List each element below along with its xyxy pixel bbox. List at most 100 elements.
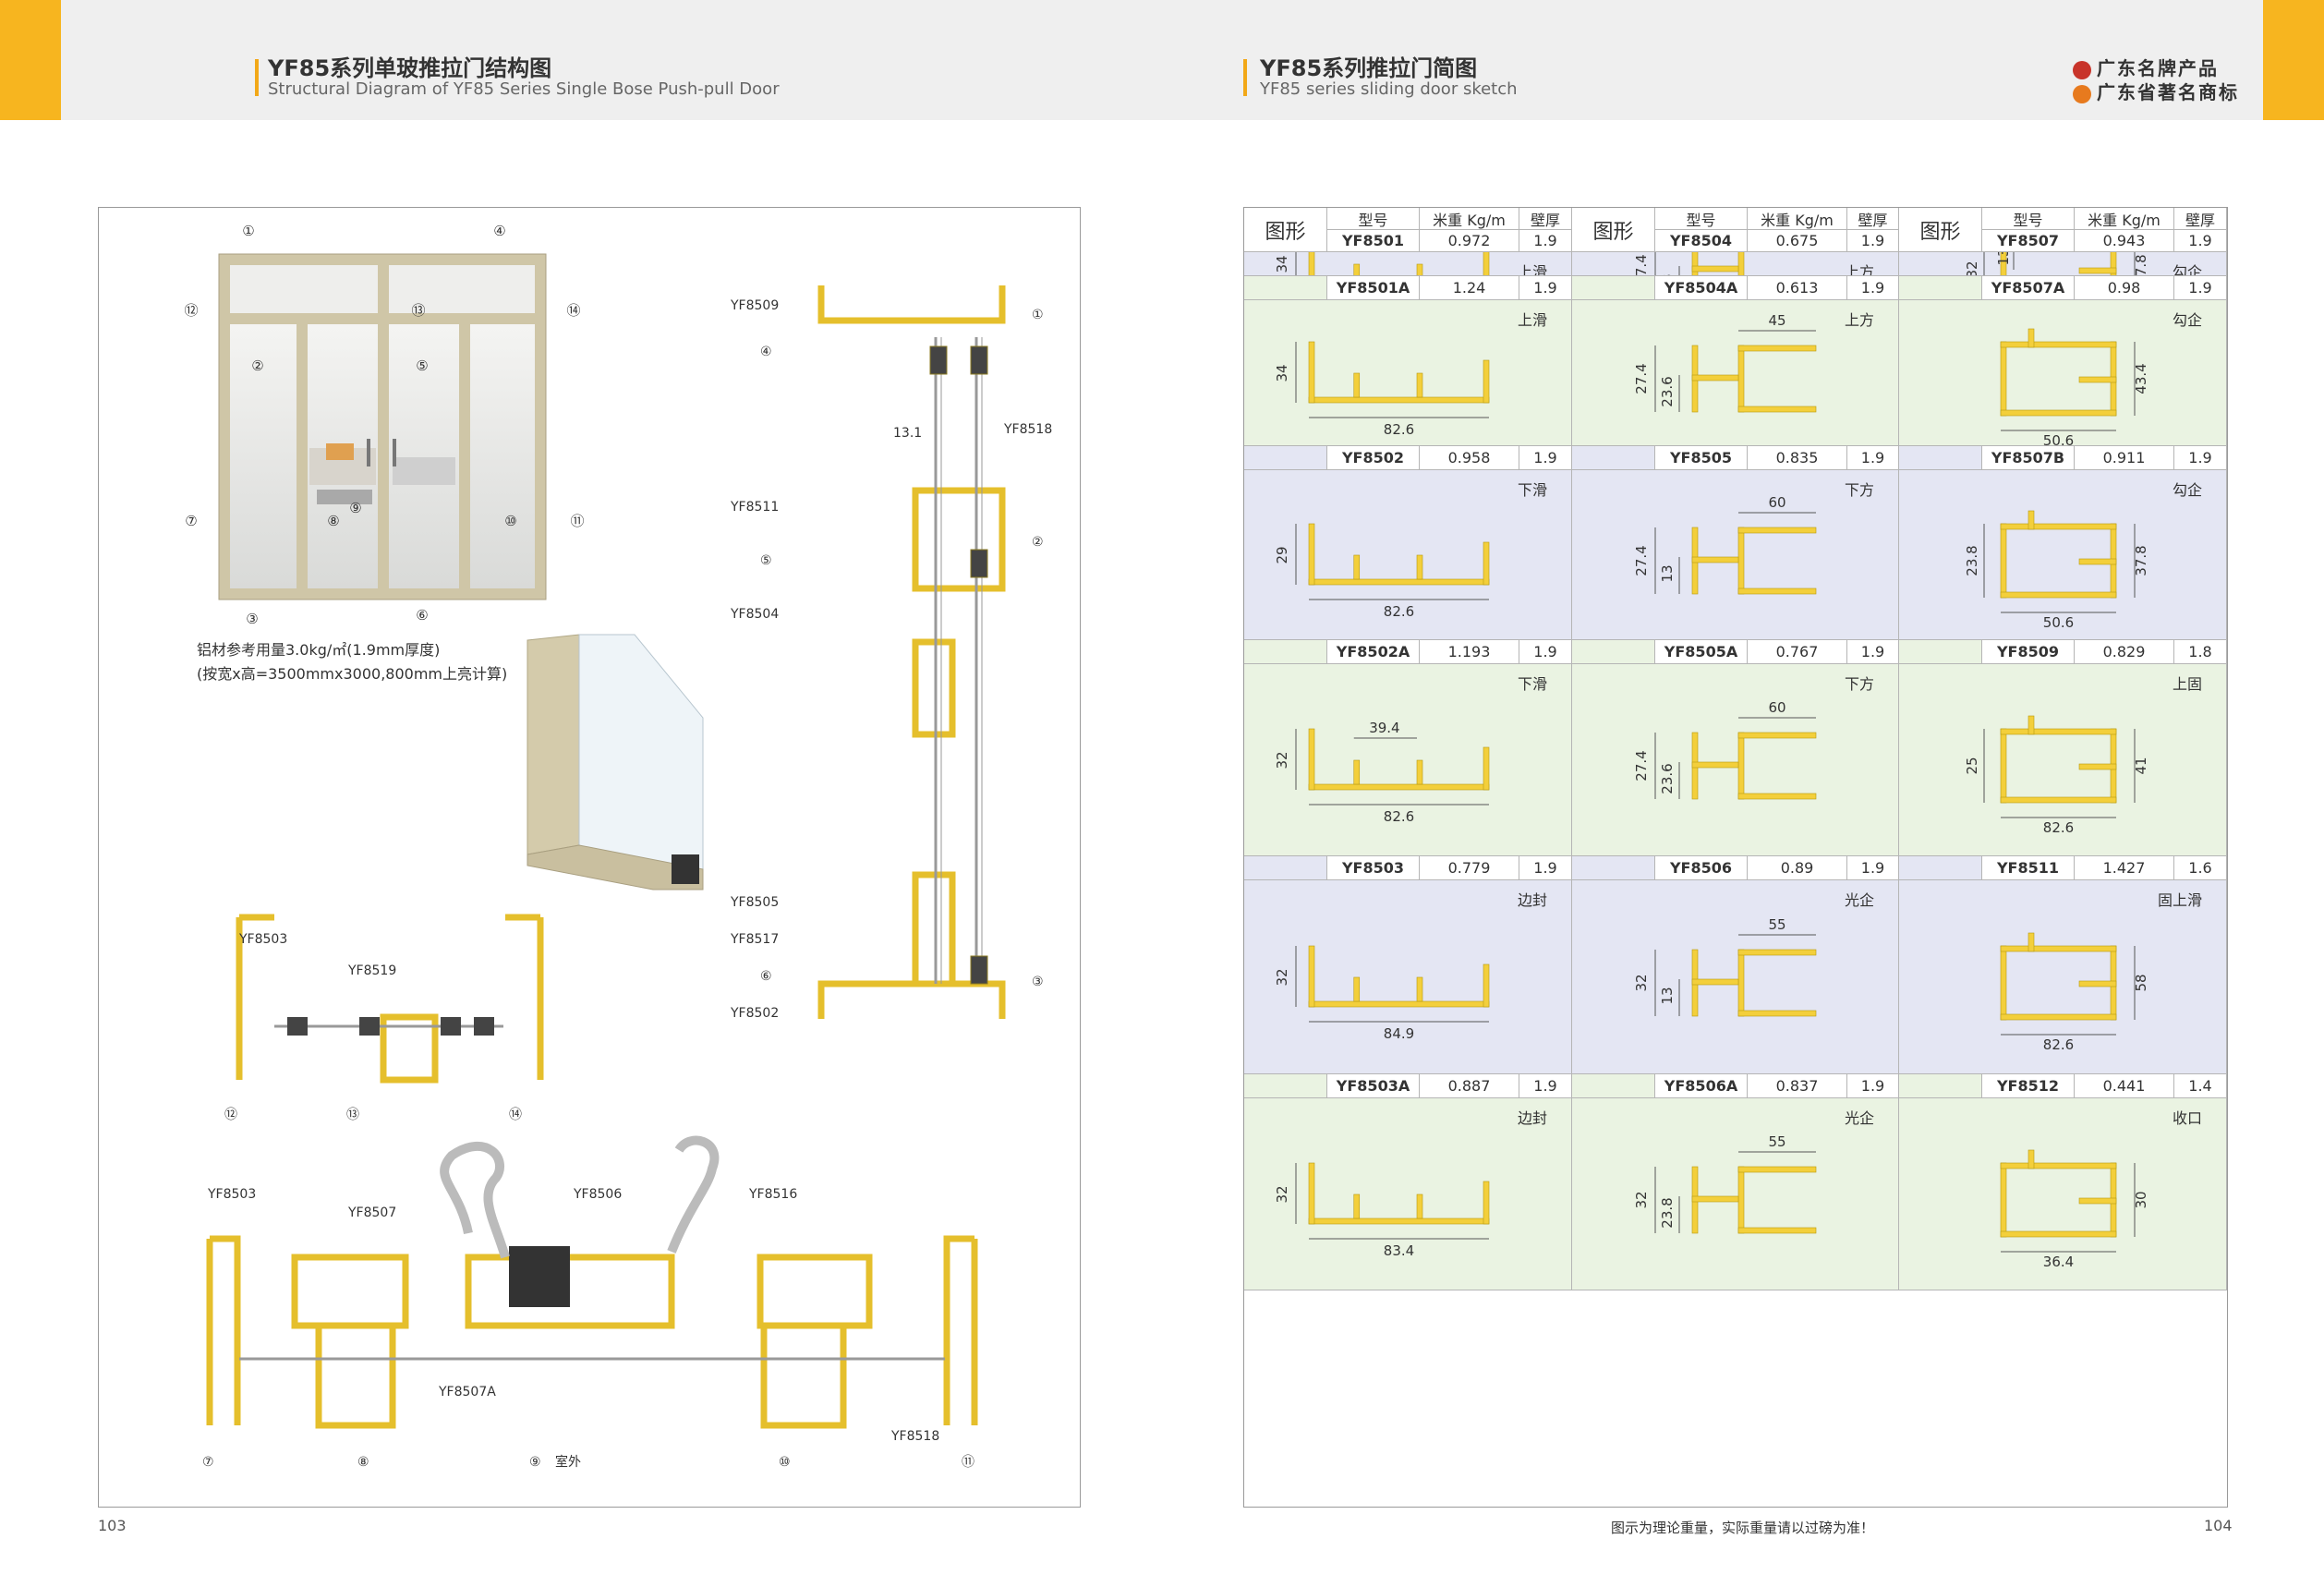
dimension-label: 82.6 xyxy=(2043,1036,2074,1053)
profile-bar xyxy=(2078,763,2117,770)
profile-name: 上固 xyxy=(2172,675,2202,693)
vertical-section-labels: YF8509 ① ④ 13.1 YF8518 YF8511 ② ⑤ YF8504… xyxy=(730,298,1052,1021)
cell-wall: 1.9 xyxy=(1519,446,1572,470)
profile-bar xyxy=(1483,963,1490,1008)
cell-model: YF8505 xyxy=(1655,446,1748,470)
profile-bar xyxy=(2078,267,2117,274)
profile-bar xyxy=(2000,1162,2117,1169)
cell-text: YF8502 xyxy=(1341,449,1405,466)
profile-bar xyxy=(1737,527,1817,534)
left-accent-tab xyxy=(0,0,61,120)
profile-name: 光企 xyxy=(1844,1109,1874,1127)
dimension-label: 34 xyxy=(1274,364,1290,382)
cell-text: 1.9 xyxy=(1533,279,1557,297)
cell-weight: 0.613 xyxy=(1748,276,1847,300)
profile-bar xyxy=(2000,945,2007,1021)
profile-bar xyxy=(1353,372,1361,398)
cell-text: 1.9 xyxy=(2188,232,2212,249)
door-callouts: ① ④ ⑫ ⑬ ⑭ ② ⑤ ⑨ ⑦ ⑧ ⑩ ⑪ ③ ⑥ xyxy=(184,223,584,627)
label-yf8518: YF8518 xyxy=(1003,422,1052,437)
cell-weight: 0.958 xyxy=(1420,446,1519,470)
brand-text-2: 广东省著名商标 xyxy=(2097,81,2239,103)
cell-text: YF8501A xyxy=(1336,279,1410,297)
profile-name: 光企 xyxy=(1844,891,1874,909)
cell-wall: 1.9 xyxy=(1847,230,1899,252)
header-shape-cell: 图形 xyxy=(1572,208,1655,252)
header-model-label: 型号 xyxy=(1982,208,2075,230)
cell-weight: 0.779 xyxy=(1420,856,1519,880)
profile-name: 收口 xyxy=(2172,1109,2202,1127)
cell-weight: 0.829 xyxy=(2075,640,2174,664)
profile-name: 下滑 xyxy=(1517,675,1547,693)
door-photo xyxy=(218,253,547,600)
band-blank xyxy=(1244,856,1327,880)
cell-text: 壁厚 xyxy=(2185,211,2215,229)
callout-5b: ⑤ xyxy=(760,553,772,568)
bottom-section-labels: YF8503 YF8507 YF8506 YF8516 YF8507A YF85… xyxy=(202,1187,974,1470)
label-yf8505: YF8505 xyxy=(730,895,779,910)
cell-text: 0.887 xyxy=(1447,1077,1491,1095)
dimension-label: 37.8 xyxy=(2133,254,2149,276)
profile-name: 勾企 xyxy=(2172,481,2202,499)
callout-12b: ⑫ xyxy=(224,1108,237,1122)
callout-12: ⑫ xyxy=(184,302,198,319)
cell-weight: 0.835 xyxy=(1748,446,1847,470)
profile-drawing: 84.932 xyxy=(1274,945,1490,1042)
cell-text: 米重 Kg/m xyxy=(1433,211,1506,229)
cell-wall: 1.9 xyxy=(2174,230,2227,252)
cell-model: YF8504 xyxy=(1655,230,1748,252)
header-wall-label: 壁厚 xyxy=(1847,208,1899,230)
dimension-label: 27.4 xyxy=(1633,254,1650,276)
left-title-bar xyxy=(255,59,259,96)
cell-text: YF8512 xyxy=(1996,1077,2060,1095)
profile-bar xyxy=(2000,728,2117,735)
profile-drawing: 82.658 xyxy=(2000,932,2149,1053)
callout-6: ⑥ xyxy=(416,607,428,624)
cell-text: 0.767 xyxy=(1775,643,1819,660)
cell-model: YF8503 xyxy=(1327,856,1420,880)
callout-3b: ③ xyxy=(1032,975,1044,989)
dimension-label: 60 xyxy=(1768,494,1785,511)
profile-bar xyxy=(1483,746,1490,791)
profile-name: 勾企 xyxy=(2172,263,2202,276)
profile-name: 上方 xyxy=(1844,263,1874,276)
cell-text: 1.427 xyxy=(2102,859,2146,877)
cell-text: 0.441 xyxy=(2102,1077,2146,1095)
band-blank xyxy=(1899,276,1982,300)
callout-10: ⑩ xyxy=(504,513,516,529)
callout-9b: ⑨ xyxy=(529,1455,541,1470)
dimension-label: 30 xyxy=(2133,1191,2149,1208)
profile-bar xyxy=(1353,976,1361,1002)
profile-bar xyxy=(1691,374,1739,382)
cell-weight: 0.441 xyxy=(2075,1074,2174,1098)
usage-note-line-1: 铝材参考用量3.0kg/㎡(1.9mm厚度) xyxy=(197,641,440,659)
profile-name: 上方 xyxy=(1844,311,1874,329)
profile-name: 边封 xyxy=(1517,891,1547,909)
outside-label: 室外 xyxy=(555,1454,581,1470)
cell-model: YF8505A xyxy=(1655,640,1748,664)
top-horizontal-section xyxy=(236,914,544,1084)
profile-drawing: 36.430 xyxy=(2000,1149,2149,1270)
profile-bar xyxy=(1308,1162,1315,1225)
dimension-label: 23.6 xyxy=(1659,763,1676,794)
cell-model: YF8502A xyxy=(1327,640,1420,664)
cell-wall: 1.9 xyxy=(1519,856,1572,880)
label-yf8503-bottom: YF8503 xyxy=(207,1187,256,1202)
profile-bar xyxy=(1691,252,1699,275)
profile-name: 勾企 xyxy=(2172,311,2202,329)
header-weight-label: 米重 Kg/m xyxy=(1420,208,1519,230)
profile-bar xyxy=(2000,728,2007,804)
profile-bar xyxy=(1737,1166,1745,1234)
dimension-label: 23.6 xyxy=(1659,376,1676,406)
cell-text: YF8507B xyxy=(1991,449,2065,466)
callout-2: ② xyxy=(251,357,263,374)
